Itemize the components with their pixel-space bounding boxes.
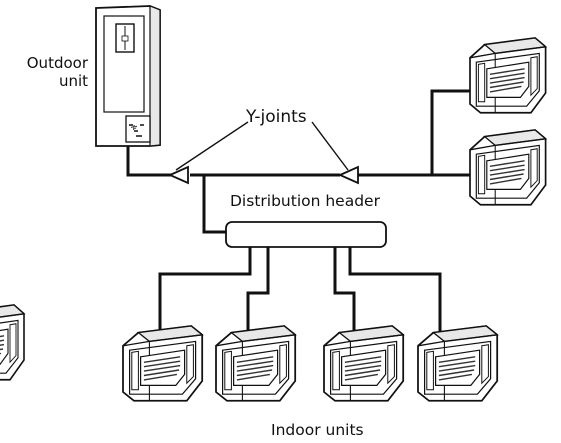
refrigerant-piping [126,89,470,335]
yjoint-pointer-lines [175,121,349,171]
indoor-unit-top-right [469,37,547,114]
indoor-unit-bottom-2 [215,325,297,402]
outdoor-unit-label: Outdoor unit [14,54,88,90]
outdoor-unit-label-line2: unit [58,72,88,90]
indoor-unit-bottom-1 [122,325,204,402]
indoor-unit-bottom-3 [323,325,405,402]
distribution-header-label: Distribution header [230,192,380,210]
indoor-units-label: Indoor units [271,421,364,439]
outdoor-unit-icon: ቱ [95,5,161,147]
indoor-unit-bottom-4 [417,325,499,402]
indoor-unit-partial-left [0,304,25,381]
outdoor-unit-label-line1: Outdoor [26,54,88,72]
svg-text:ቱ: ቱ [131,123,137,133]
distribution-header-icon [225,221,387,248]
y-joints-label: Y-joints [246,107,307,127]
y-joint-icon [339,166,359,184]
indoor-unit-middle-right [469,129,547,206]
y-joint-icon [169,166,189,184]
